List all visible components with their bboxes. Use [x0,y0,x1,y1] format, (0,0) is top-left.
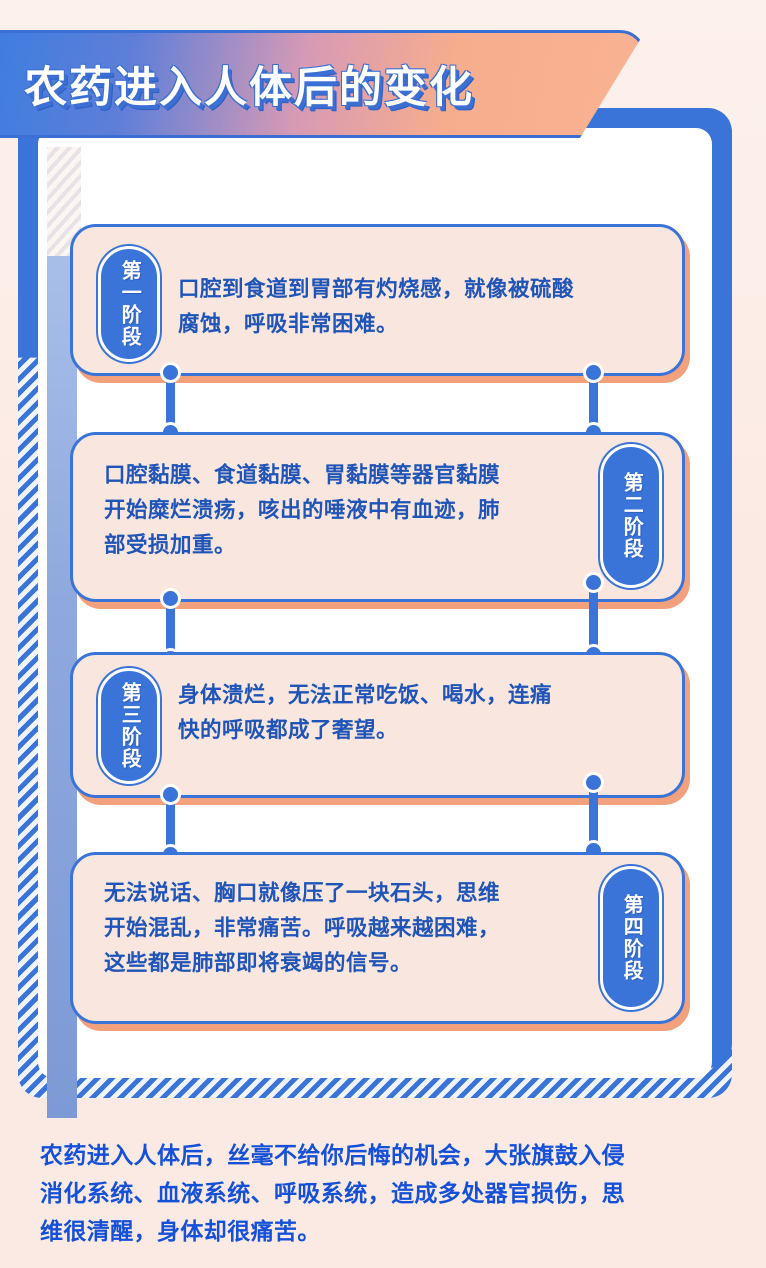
connector-left-2-3 [166,594,175,662]
stage-badge-label-3: 第三阶段 [118,682,141,770]
stage-badge-1: 第一阶段 [98,246,160,362]
footer-summary: 农药进入人体后，丝毫不给你后悔的机会，大张旗鼓入侵 消化系统、血液系统、呼吸系统… [40,1142,625,1245]
stage-text-2: 口腔黏膜、食道黏膜、胃黏膜等器官黏膜 开始糜烂溃疡，咳出的唾液中有血迹，肺 部受… [104,463,501,557]
connector-left-3-4 [166,790,175,858]
stage-card-4[interactable] [70,852,685,1024]
connector-dot-right-2-3-top [583,572,604,593]
stage-text-4: 无法说话、胸口就像压了一块石头，思维 开始混乱，非常痛苦。呼吸越来越困难， 这些… [104,881,501,975]
stage-badge-label-4: 第四阶段 [620,894,643,982]
connector-dot-right-1-2-top [583,362,604,383]
connector-right-3-4 [589,778,598,856]
connector-right-1-2 [589,368,598,436]
stage-badge-label-2: 第二阶段 [620,472,643,560]
stage-badge-3: 第三阶段 [98,668,160,784]
connector-dot-left-2-3-top [160,588,181,609]
stage-card-3[interactable] [70,652,685,798]
connector-right-2-3 [589,578,598,660]
stage-text-3: 身体溃烂，无法正常吃饭、喝水，连痛 快的呼吸都成了奢望。 [178,683,553,742]
stage-text-1: 口腔到食道到胃部有灼烧感，就像被硫酸 腐蚀，呼吸非常困难。 [178,277,575,336]
connector-dot-right-3-4-top [583,772,604,793]
stage-badge-2: 第二阶段 [600,444,662,588]
connector-left-1-2 [166,368,175,436]
stage-card-2[interactable] [70,432,685,602]
connector-dot-left-3-4-top [160,784,181,805]
stage-badge-label-1: 第一阶段 [118,260,141,348]
connector-dot-left-1-2-top [160,362,181,383]
title-banner [0,30,646,138]
stage-badge-4: 第四阶段 [600,866,662,1010]
stage-card-1[interactable] [70,224,685,376]
